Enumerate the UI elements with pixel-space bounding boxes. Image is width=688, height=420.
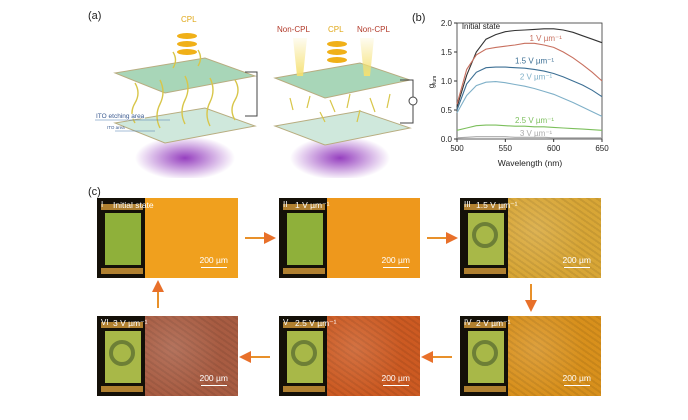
noncpl-beam xyxy=(293,38,307,76)
top-electrode xyxy=(113,57,257,94)
panel-b-label: (b) xyxy=(412,12,426,24)
series-line xyxy=(456,81,603,117)
scale-bar-label: 200 µm xyxy=(562,254,591,265)
micrograph-image xyxy=(145,316,238,396)
scale-bar-label: 200 µm xyxy=(381,254,410,265)
noncpl-label-right: Non-CPL xyxy=(357,25,390,34)
micrograph-tile-v: V 2.5 V µm⁻¹ 200 µm xyxy=(279,316,420,396)
tile-state-label: Initial state xyxy=(113,200,154,210)
micrograph-tile-vi: VI 3 V µm⁻¹ 200 µm xyxy=(97,316,238,396)
series-line xyxy=(456,28,603,108)
power-source-icon xyxy=(408,96,418,106)
micrograph-tile-iv: IV 2 V µm⁻¹ 200 µm xyxy=(460,316,601,396)
tile-state-label: 1.5 V µm⁻¹ xyxy=(476,200,518,210)
panel-c-label: (c) xyxy=(88,186,101,198)
scale-bar: 200 µm xyxy=(381,254,410,268)
y-tick-label: 1.0 xyxy=(441,77,453,86)
noncpl-label-left: Non-CPL xyxy=(277,25,310,34)
micrograph-image xyxy=(327,316,420,396)
logo-pattern xyxy=(291,340,317,366)
tile-state-label: 1 V µm⁻¹ xyxy=(295,200,330,210)
circuit-wire xyxy=(245,71,258,117)
noncpl-beam xyxy=(360,38,374,76)
ito-area-label: ITO area xyxy=(107,125,125,130)
left-cpl-label: CPL xyxy=(181,15,197,24)
tile-number: III xyxy=(464,200,471,209)
y-tick-label: 2.0 xyxy=(441,19,453,28)
device-photo xyxy=(279,198,327,278)
series-label: 1 V µm⁻¹ xyxy=(530,34,563,43)
device-photo xyxy=(97,198,145,278)
micrograph-image xyxy=(145,198,238,278)
micrograph-tile-iii: III 1.5 V µm⁻¹ 200 µm xyxy=(460,198,601,278)
left-device: CPL ITO etching area ITO area xyxy=(95,15,258,178)
right-cpl-label: CPL xyxy=(328,25,344,34)
series-line xyxy=(456,42,603,105)
cpl-helix-icon xyxy=(177,33,197,55)
logo-pattern xyxy=(109,340,135,366)
series-label: 3 V µm⁻¹ xyxy=(520,129,553,138)
micrograph-image xyxy=(508,198,601,278)
x-axis-label: Wavelength (nm) xyxy=(498,158,563,168)
device-photo xyxy=(279,316,327,396)
scale-bar: 200 µm xyxy=(562,254,591,268)
y-tick-label: 0.0 xyxy=(441,135,453,144)
device-photo xyxy=(97,316,145,396)
tile-state-label: 2.5 V µm⁻¹ xyxy=(295,318,337,328)
series-label: 2 V µm⁻¹ xyxy=(520,72,553,81)
scale-bar: 200 µm xyxy=(199,254,228,268)
x-tick-label: 600 xyxy=(547,144,561,153)
micrograph-image xyxy=(508,316,601,396)
scale-bar: 200 µm xyxy=(199,372,228,386)
micrograph-image xyxy=(327,198,420,278)
cpl-helix-icon xyxy=(327,41,347,63)
bottom-electrode xyxy=(113,107,257,144)
purple-glow xyxy=(135,136,235,178)
purple-glow xyxy=(290,136,390,178)
scale-bar-label: 200 µm xyxy=(199,254,228,265)
x-tick-label: 650 xyxy=(595,144,609,153)
tile-number: VI xyxy=(101,318,109,327)
scale-bar-label: 200 µm xyxy=(199,372,228,383)
device-photo xyxy=(460,316,508,396)
scale-bar-label: 200 µm xyxy=(381,372,410,383)
device-schematic: CPL ITO etching area ITO area Non-CPL CP… xyxy=(95,15,418,178)
scale-bar: 200 µm xyxy=(562,372,591,386)
panel-a-label: (a) xyxy=(88,10,102,22)
device-photo xyxy=(460,198,508,278)
scale-bar-label: 200 µm xyxy=(562,372,591,383)
x-tick-label: 500 xyxy=(450,144,464,153)
logo-pattern xyxy=(472,340,498,366)
glum-spectrum-chart: 500 550 600 650 0.0 0.5 1.0 1.5 2.0 Initial stat… xyxy=(427,19,609,168)
bottom-electrode xyxy=(273,110,412,146)
tile-number: V xyxy=(283,318,289,327)
y-tick-label: 0.5 xyxy=(441,106,453,115)
y-axis-label: glum xyxy=(427,76,438,89)
tile-number: II xyxy=(283,200,288,209)
tile-number: I xyxy=(101,200,104,209)
series-label: Initial state xyxy=(462,22,501,31)
x-tick-label: 550 xyxy=(499,144,513,153)
tile-number: IV xyxy=(464,318,472,327)
series-line xyxy=(456,136,602,139)
series-label: 1.5 V µm⁻¹ xyxy=(515,57,554,66)
ito-etching-label: ITO etching area xyxy=(96,113,145,120)
logo-pattern xyxy=(472,222,498,248)
series-line xyxy=(456,66,603,111)
series-line xyxy=(456,124,603,131)
top-electrode xyxy=(273,62,412,99)
y-tick-label: 1.5 xyxy=(441,48,453,57)
scale-bar: 200 µm xyxy=(381,372,410,386)
right-device: Non-CPL CPL Non-CPL xyxy=(273,25,418,178)
tile-state-label: 3 V µm⁻¹ xyxy=(113,318,148,328)
micrograph-tile-i: I Initial state 200 µm xyxy=(97,198,238,278)
series-label: 2.5 V µm⁻¹ xyxy=(515,116,554,125)
micrograph-tile-ii: II 1 V µm⁻¹ 200 µm xyxy=(279,198,420,278)
tile-state-label: 2 V µm⁻¹ xyxy=(476,318,511,328)
